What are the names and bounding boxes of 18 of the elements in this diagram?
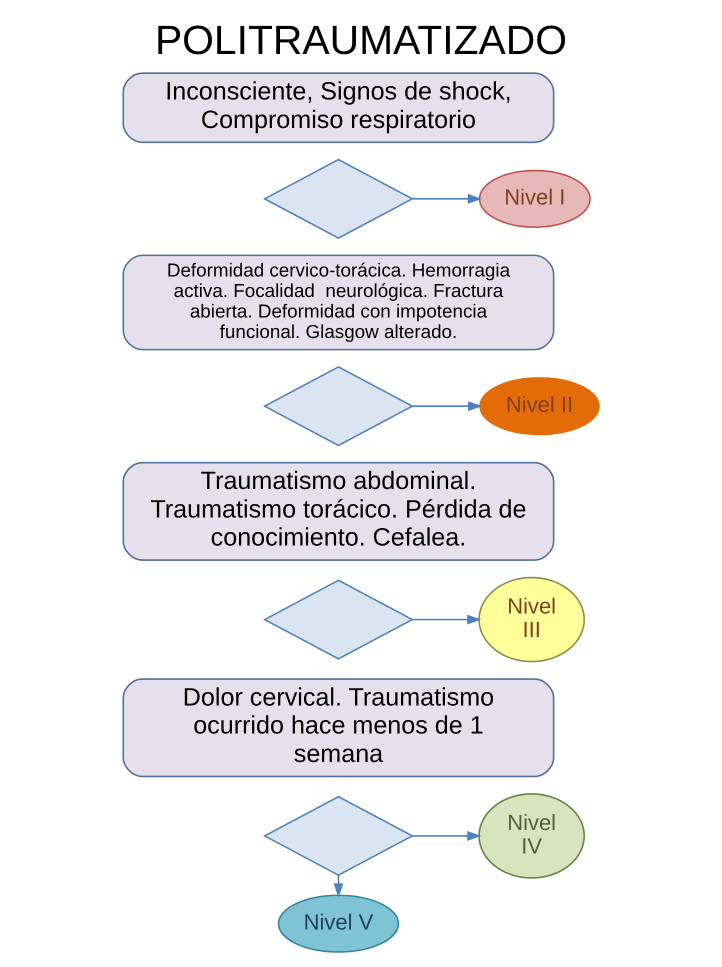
node-diamond — [262, 579, 414, 660]
node-diamond — [262, 366, 414, 446]
arrow — [412, 401, 482, 412]
node-diamond — [262, 796, 414, 876]
node-ellipse: Nivel IV — [478, 793, 585, 879]
node-box: Traumatismo abdominal. Traumatismo torácico. Pérdida de conocimiento. Cefalea. — [122, 462, 554, 561]
node-ellipse: Nivel II — [479, 377, 600, 436]
arrow — [412, 194, 482, 204]
diagram-title: POLITRAUMATIZADO — [154, 17, 568, 64]
arrow — [412, 614, 482, 625]
node-diamond — [262, 158, 414, 239]
node-ellipse: Nivel V — [278, 894, 400, 953]
node-ellipse: Nivel I — [478, 170, 591, 228]
arrow — [412, 830, 482, 841]
node-ellipse: Nivel III — [478, 576, 585, 662]
node-box: Dolor cervical. Traumatismo ocurrido hace menos de 1 semana — [122, 678, 554, 778]
node-box: Inconsciente, Signos de shock, Compromiso respiratorio — [122, 72, 554, 144]
node-box: Deformidad cervico-torácica. Hemorragia activa. Focalidad neurológica. Fractura abierta. Deformidad con impotencia funcional. Glasgow alterado. — [122, 254, 554, 350]
